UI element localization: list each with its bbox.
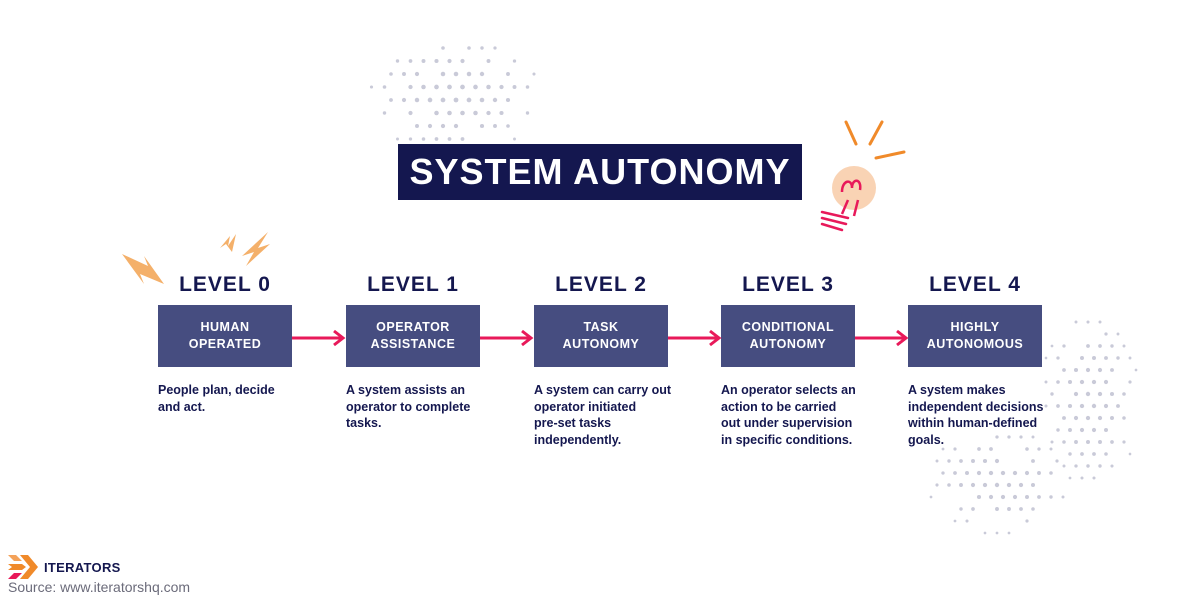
level-box-label: CONDITIONAL AUTONOMY <box>742 319 834 353</box>
level-title: LEVEL 2 <box>534 270 668 300</box>
level-title: LEVEL 0 <box>158 270 292 300</box>
iterators-logo: ITERATORS <box>8 555 121 579</box>
lightbulb-icon <box>812 118 912 238</box>
page-title-text: SYSTEM AUTONOMY <box>409 151 790 193</box>
level-description: A system assists an operator to complete… <box>346 382 496 432</box>
level-box-label: OPERATOR ASSISTANCE <box>371 319 456 353</box>
level-box: TASK AUTONOMY <box>534 305 668 367</box>
level-3: LEVEL 3 CONDITIONAL AUTONOMY An operator… <box>721 270 855 448</box>
level-1: LEVEL 1 OPERATOR ASSISTANCE A system ass… <box>346 270 480 432</box>
level-title: LEVEL 3 <box>721 270 855 300</box>
source-text: Source: www.iteratorshq.com <box>8 579 190 595</box>
level-2: LEVEL 2 TASK AUTONOMY A system can carry… <box>534 270 668 448</box>
level-4: LEVEL 4 HIGHLY AUTONOMOUS A system makes… <box>908 270 1042 448</box>
page-title: SYSTEM AUTONOMY <box>398 144 802 200</box>
level-title: LEVEL 1 <box>346 270 480 300</box>
level-box: OPERATOR ASSISTANCE <box>346 305 480 367</box>
logo-text: ITERATORS <box>44 560 121 575</box>
arrow-right-icon <box>668 328 722 348</box>
level-description: An operator selects an action to be carr… <box>721 382 871 448</box>
iterators-logo-icon <box>8 555 38 579</box>
level-0: LEVEL 0 HUMAN OPERATED People plan, deci… <box>158 270 292 415</box>
arrow-right-icon <box>855 328 909 348</box>
level-description: A system makes independent decisions wit… <box>908 382 1058 448</box>
level-title: LEVEL 4 <box>908 270 1042 300</box>
level-box: HIGHLY AUTONOMOUS <box>908 305 1042 367</box>
level-box-label: HIGHLY AUTONOMOUS <box>927 319 1023 353</box>
level-description: A system can carry out operator initiate… <box>534 382 684 448</box>
level-description: People plan, decide and act. <box>158 382 308 415</box>
level-box-label: HUMAN OPERATED <box>189 319 262 353</box>
level-box-label: TASK AUTONOMY <box>563 319 640 353</box>
level-box: HUMAN OPERATED <box>158 305 292 367</box>
level-box: CONDITIONAL AUTONOMY <box>721 305 855 367</box>
arrow-right-icon <box>480 328 534 348</box>
arrow-right-icon <box>292 328 346 348</box>
